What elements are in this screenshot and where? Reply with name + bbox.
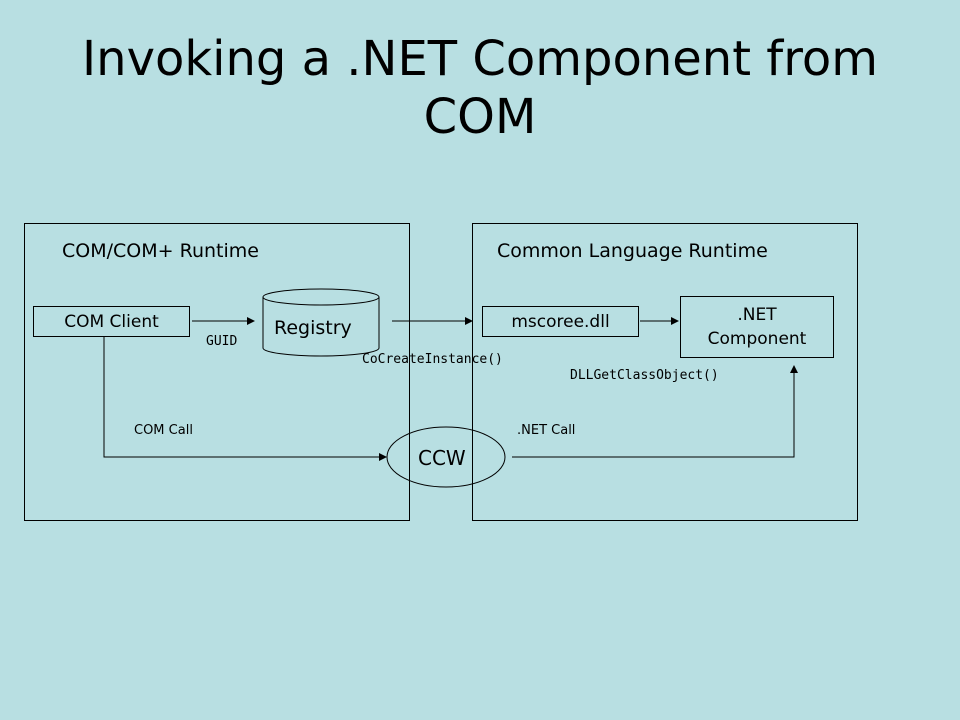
com-runtime-panel xyxy=(24,223,410,521)
slide-title: Invoking a .NET Component from COM xyxy=(0,30,960,146)
com-client-box: COM Client xyxy=(33,306,190,337)
ccw-ellipse xyxy=(386,426,506,488)
net-call-label: .NET Call xyxy=(517,423,576,438)
net-call-arrow xyxy=(512,365,798,458)
registry-label: Registry xyxy=(274,317,352,339)
registry-cylinder xyxy=(262,288,380,357)
com-call-label: COM Call xyxy=(134,423,193,438)
clr-label: Common Language Runtime xyxy=(497,240,768,262)
mscoree-box: mscoree.dll xyxy=(482,306,639,337)
slide-title-line1: Invoking a .NET Component from xyxy=(81,31,878,87)
net-component-line2: Component xyxy=(707,329,807,349)
slide-title-line2: COM xyxy=(423,89,537,145)
com-call-arrow xyxy=(103,336,387,461)
net-component-line1: .NET xyxy=(737,305,777,325)
cocreate-label: CoCreateInstance() xyxy=(362,352,503,367)
clr-panel xyxy=(472,223,858,521)
com-runtime-label: COM/COM+ Runtime xyxy=(62,240,259,262)
guid-label: GUID xyxy=(206,334,238,349)
net-component-box: .NET Component xyxy=(680,296,834,358)
dllgetclassobject-label: DLLGetClassObject() xyxy=(570,368,719,383)
ccw-label: CCW xyxy=(418,446,466,470)
